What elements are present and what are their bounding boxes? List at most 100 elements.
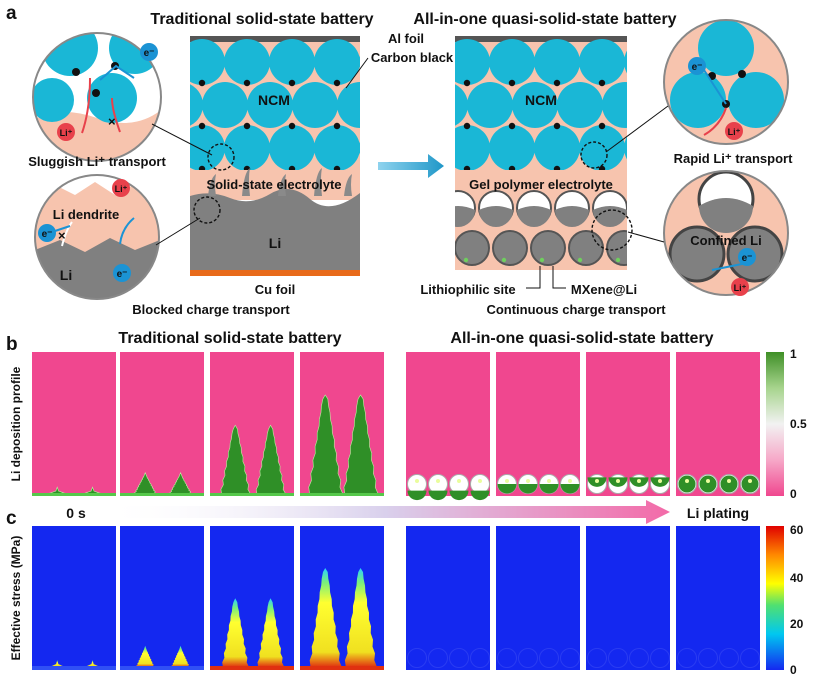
ncm-particle [269, 39, 315, 85]
electron-badge-2: e⁻ [38, 224, 56, 242]
electron-badge-3: e⁻ [113, 264, 131, 282]
al-foil-traditional [190, 36, 360, 42]
carbon-black-dot [333, 79, 341, 87]
title-allinone-a: All-in-one quasi-solid-state battery [413, 11, 676, 28]
electron-badge-4: e⁻ [688, 57, 706, 75]
colorbar-b [766, 352, 784, 496]
ncm-particle [224, 39, 270, 85]
ncm-particle [534, 125, 580, 171]
electron-badge-5: e⁻ [738, 248, 756, 266]
lithiophilic-dot [457, 479, 461, 483]
ncm-particle [224, 125, 270, 171]
li-ion-badge-2: Li⁺ [112, 179, 130, 197]
lithiophilic-dot [526, 479, 530, 483]
dendrite-x-mark: × [58, 228, 66, 243]
lithiophilic-site [463, 257, 469, 263]
leader-carbon-black [345, 57, 369, 89]
zoom-marker-traditional-2 [193, 196, 221, 224]
title-traditional-b: Traditional solid-state battery [118, 330, 341, 347]
host-li-fill [470, 490, 490, 501]
carbon-black-dot [198, 122, 206, 130]
carbon-black-dot [463, 122, 471, 130]
time-end-label: Li plating [687, 505, 749, 521]
mxene-host-sphere [455, 230, 490, 266]
ncm-particle [579, 39, 625, 85]
stress-concentration [309, 568, 342, 667]
li-dendrite-deposit [220, 424, 251, 495]
panel-label-b: b [6, 334, 18, 355]
zoom-circle-sluggish [32, 32, 162, 162]
host-li-fill [720, 475, 738, 493]
stress-host-outline [587, 648, 607, 668]
lithiophilic-site [577, 257, 583, 263]
label-gel-electrolyte: Gel polymer electrolyte [469, 177, 613, 192]
electron-label-2: e⁻ [42, 229, 53, 240]
deposit-base [120, 493, 204, 496]
allinone-battery [455, 36, 633, 270]
leader-zoom-3 [605, 105, 669, 153]
cu-foil [190, 270, 360, 276]
label-continuous: Continuous charge transport [486, 302, 666, 317]
carbon-black-dot [243, 122, 251, 130]
leader-zoom-1 [151, 123, 213, 156]
label-ncm-allinone: NCM [525, 92, 557, 108]
time-start-label: 0 s [66, 505, 86, 521]
stress-concentration [171, 645, 190, 667]
label-rapid: Rapid Li⁺ transport [674, 151, 793, 166]
confined-li-fill [455, 206, 475, 227]
title-allinone-b: All-in-one quasi-solid-state battery [450, 330, 713, 347]
stress-concentration [136, 645, 155, 667]
time-arrow [100, 500, 670, 524]
stress-base [300, 666, 384, 670]
stress-host-outline [428, 648, 448, 668]
host-li-fill [699, 475, 717, 493]
stress-host-outline [449, 648, 469, 668]
lithiophilic-dot [415, 479, 419, 483]
li-ion-badge-1: Li⁺ [57, 123, 75, 141]
ylabel-c: Effective stress (MPa) [9, 536, 23, 661]
label-sluggish: Sluggish Li⁺ transport [28, 154, 166, 169]
ncm-particle [359, 55, 360, 69]
stress-host-outline [407, 648, 427, 668]
ncm-particle [467, 82, 513, 128]
lithiophilic-dot [568, 479, 572, 483]
stress-frame-7 [586, 526, 670, 670]
zoom-circle-confined [663, 170, 789, 296]
li-dendrite [208, 174, 216, 196]
label-li-dendrite: Li dendrite [53, 207, 119, 222]
leader-zoom-4 [627, 231, 665, 243]
carbon-black-dot [508, 79, 516, 87]
title-traditional-a: Traditional solid-state battery [150, 11, 373, 28]
stress-base [32, 666, 116, 670]
stress-frame-6 [496, 526, 580, 670]
ncm-particle [512, 82, 558, 128]
ncm-particle [624, 50, 627, 74]
host-li-fill [449, 490, 469, 501]
lithiophilic-dot [706, 479, 710, 483]
ncm-particle [489, 125, 535, 171]
ncm-particle [190, 39, 225, 85]
label-confined: Confined Li [690, 233, 762, 248]
zoom-marker-allinone-1 [580, 141, 608, 169]
stress-host-outline [698, 648, 718, 668]
stress-frame-3 [210, 526, 294, 670]
stress-host-outline [740, 648, 760, 668]
lithiophilic-dot [748, 479, 752, 483]
stress-host-outline [677, 648, 697, 668]
host-li-fill [497, 484, 517, 494]
colorbar-c [766, 526, 784, 670]
deposit-base [32, 493, 116, 496]
ncm-particle [579, 125, 625, 171]
stress-frame-8 [676, 526, 760, 670]
stress-base [210, 666, 294, 670]
stress-frame-5 [406, 526, 490, 670]
li-dendrite [242, 168, 250, 196]
colorbar-c-tick-0: 0 [790, 663, 797, 677]
lithiophilic-dot [436, 479, 440, 483]
lithiophilic-dot [685, 479, 689, 483]
label-lithiophilic: Lithiophilic site [420, 282, 515, 297]
ncm-particle [190, 125, 225, 171]
label-li-traditional: Li [269, 235, 281, 251]
lithiophilic-site [501, 257, 507, 263]
li-ion-label-2: Li⁺ [115, 184, 128, 194]
